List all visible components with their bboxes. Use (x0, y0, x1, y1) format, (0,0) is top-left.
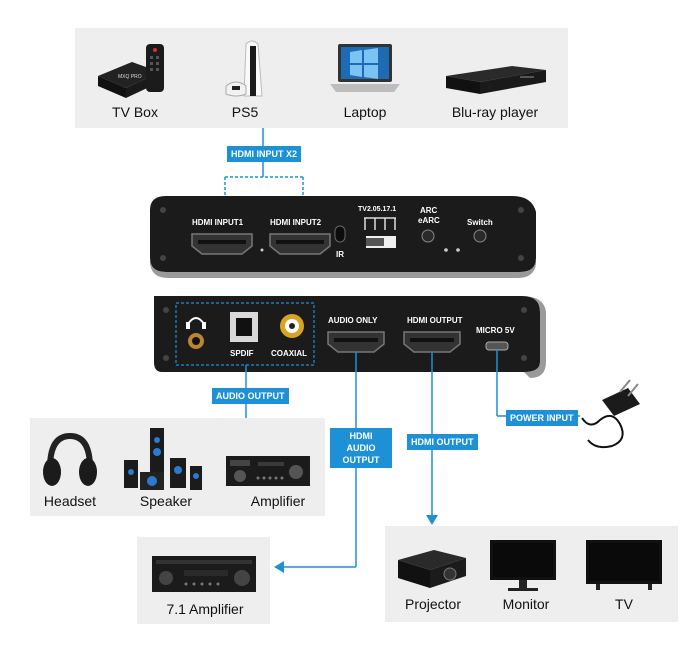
earc-label: eARC (418, 216, 440, 225)
hdmi-audio-output-tag: HDMI AUDIO OUTPUT (330, 428, 392, 468)
display-label-tv: TV (615, 596, 633, 612)
micro5v-label: MICRO 5V (476, 326, 515, 335)
audio-only-label: AUDIO ONLY (328, 316, 378, 325)
hdmi-output-port-label: HDMI OUTPUT (407, 316, 463, 325)
hdmi-input1-label: HDMI INPUT1 (192, 218, 244, 227)
spdif-label: SPDIF (230, 349, 254, 358)
audio-output-tag: AUDIO OUTPUT (212, 388, 289, 404)
coaxial-label: COAXIAL (271, 349, 307, 358)
source-label-laptop: Laptop (343, 104, 387, 120)
arc-label: ARC (420, 206, 438, 215)
display-label-monitor: Monitor (502, 596, 550, 612)
audio-label-amplifier: Amplifier (250, 493, 306, 509)
source-label-bluray: Blu-ray player (451, 104, 539, 120)
audio-label-headset: Headset (43, 493, 97, 509)
hdmi-input-tag: HDMI INPUT X2 (227, 146, 302, 162)
tv-version-label: TV2.05.17.1 (358, 206, 397, 213)
hdmi-output-tag: HDMI OUTPUT (407, 434, 478, 450)
source-label-ps5: PS5 (231, 104, 259, 120)
switch-label: Switch (467, 218, 493, 227)
amp71-label: 7.1 Amplifier (166, 601, 244, 617)
display-label-projector: Projector (404, 596, 462, 612)
hdmi-input2-label: HDMI INPUT2 (270, 218, 322, 227)
source-label-tv-box: TV Box (112, 104, 158, 120)
audio-label-speaker: Speaker (139, 493, 193, 509)
power-input-tag: POWER INPUT (506, 410, 578, 426)
ir-label: IR (336, 250, 344, 259)
